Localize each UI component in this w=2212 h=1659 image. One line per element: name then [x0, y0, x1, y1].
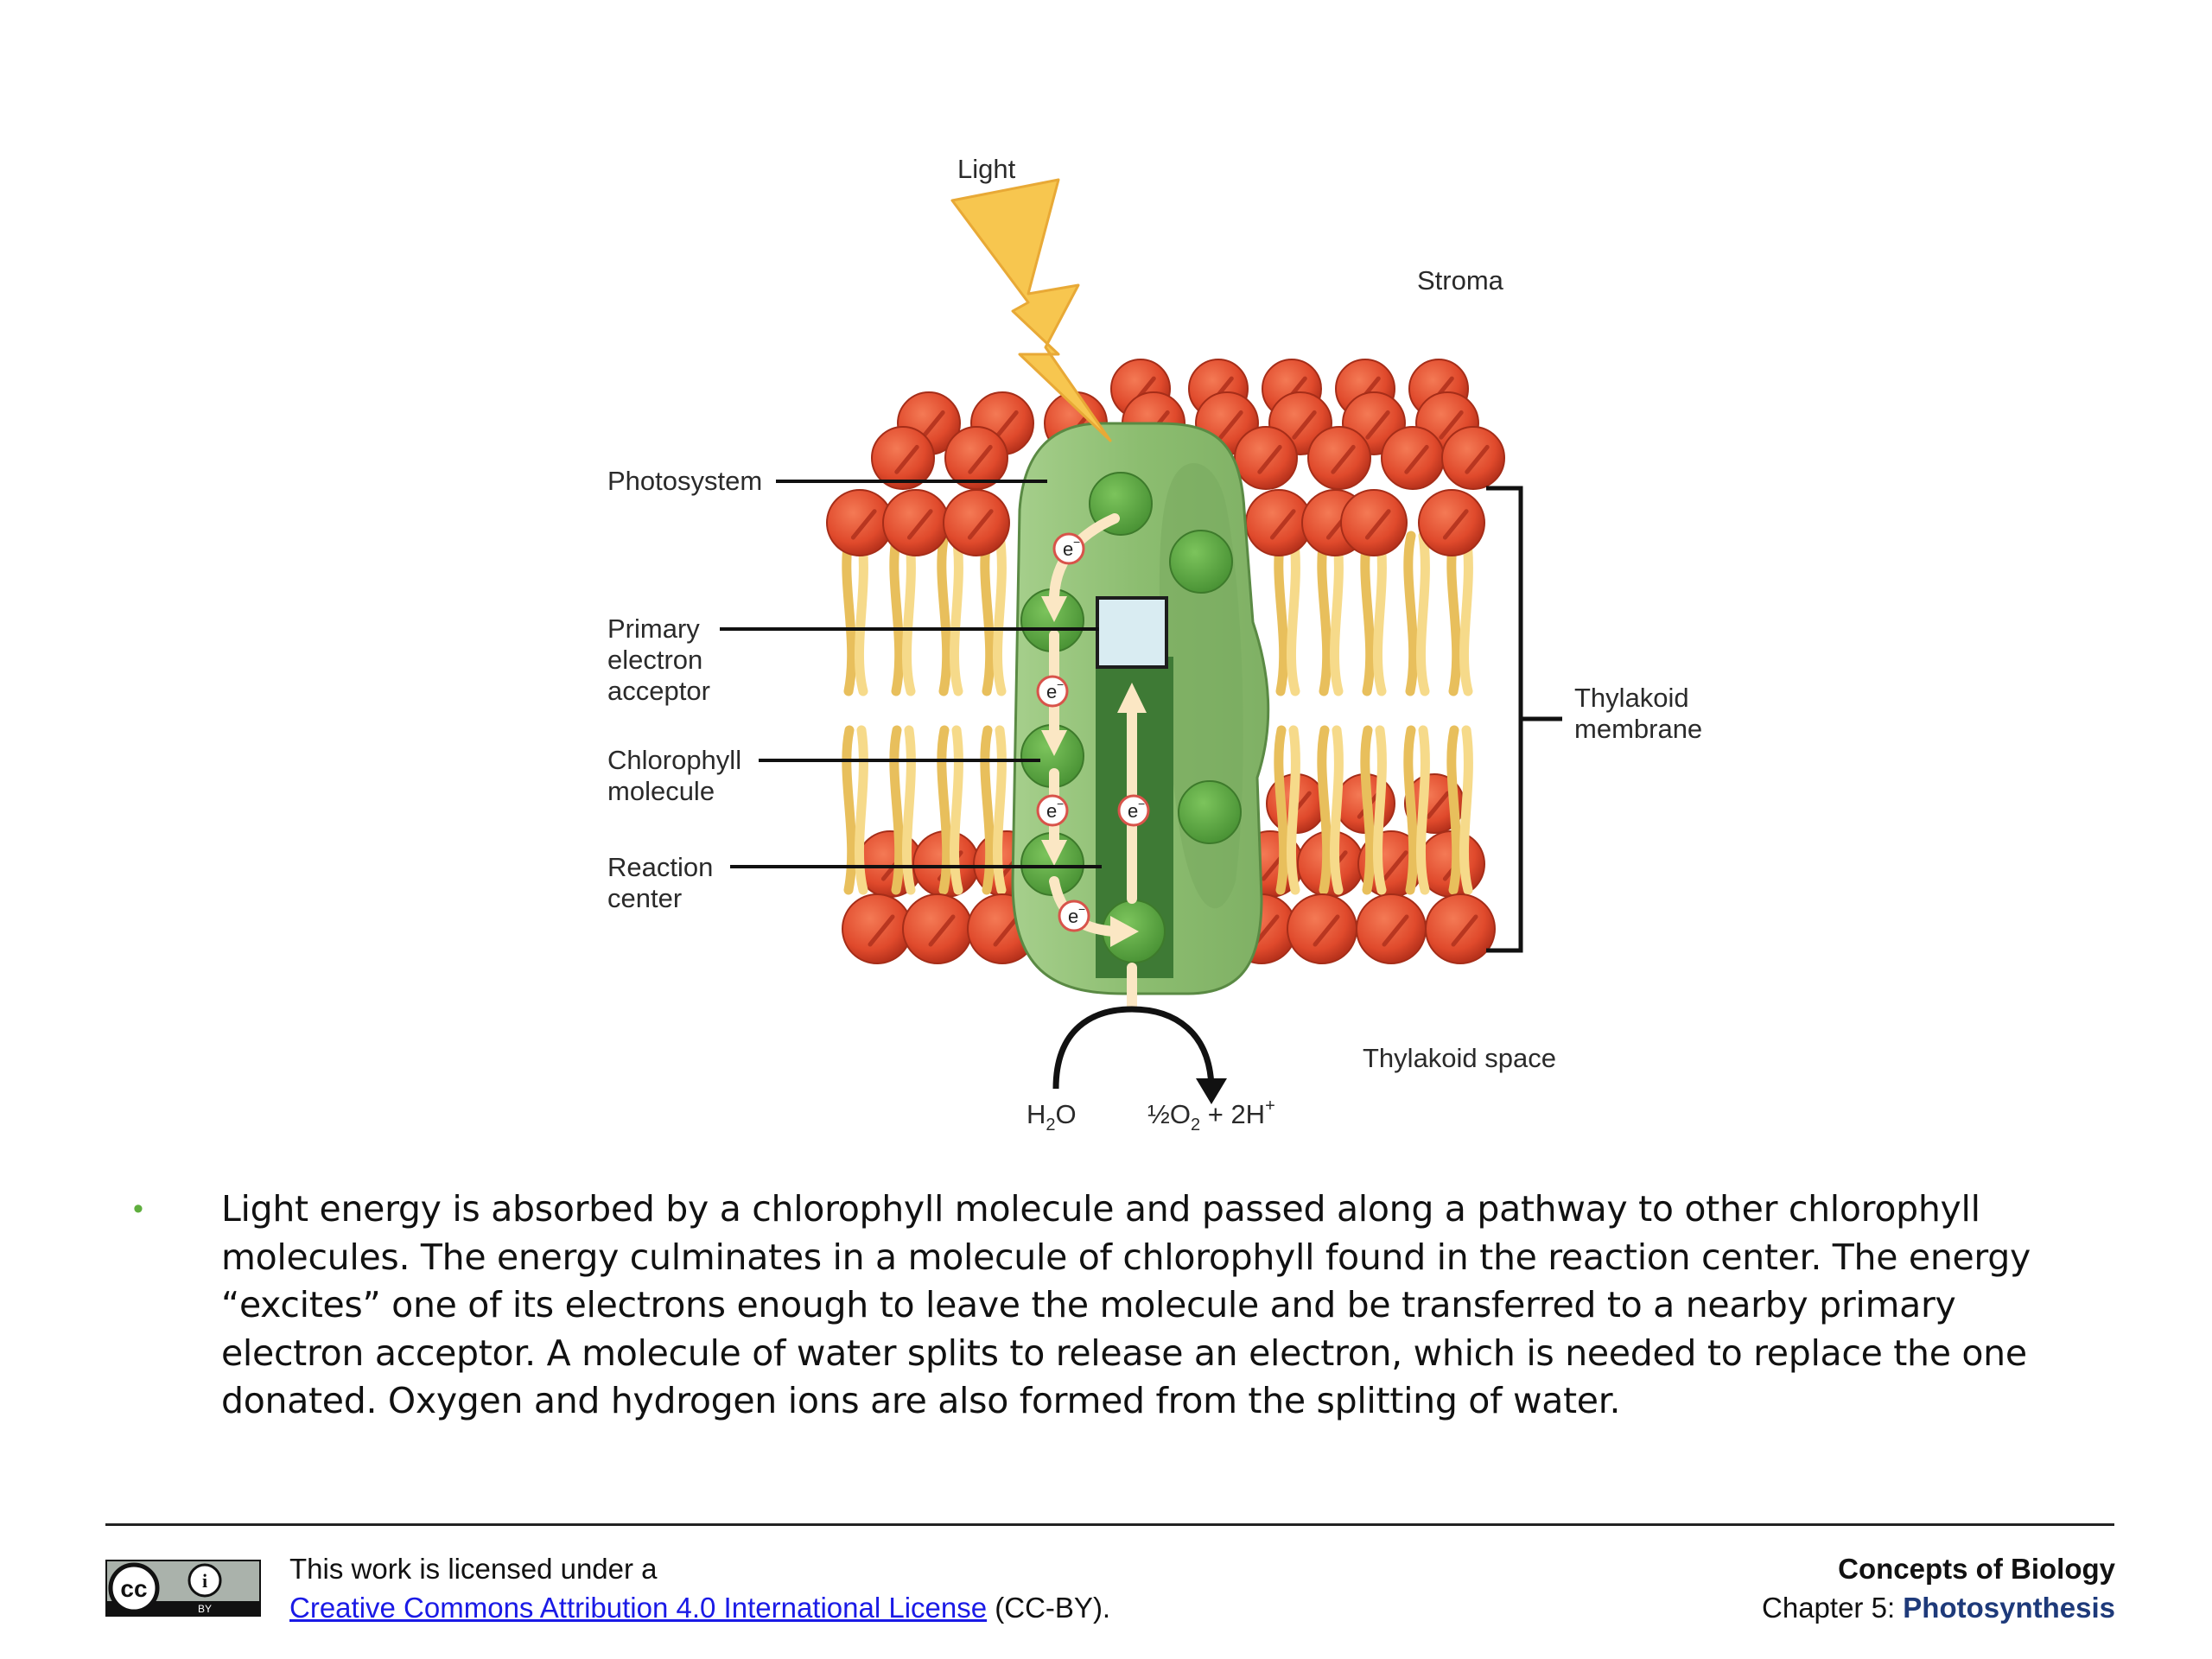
svg-text:−: − — [1078, 902, 1085, 916]
lipid-tail — [889, 531, 916, 696]
label-thylakoid-space: Thylakoid space — [1363, 1043, 1556, 1073]
label-oxygen-hydrogen: ½O2 + 2H+ — [1147, 1096, 1275, 1135]
lipid-head — [882, 489, 950, 556]
water-split-arrow — [1052, 1006, 1215, 1090]
label-water: H2O — [1027, 1099, 1077, 1135]
svg-text:e: e — [1068, 906, 1078, 927]
lipid-head — [1356, 893, 1427, 964]
book-title: Concepts of Biology — [1838, 1553, 2115, 1585]
svg-text:e: e — [1128, 800, 1138, 822]
label-photosystem: Photosystem — [607, 466, 762, 496]
lipid-head — [944, 426, 1008, 490]
license-line: Creative Commons Attribution 4.0 Interna… — [289, 1588, 1110, 1627]
electron-icon: e− — [1036, 794, 1069, 827]
bullet-marker: • — [133, 1192, 143, 1225]
svg-text:−: − — [1073, 535, 1080, 549]
label-chlorophyll-molecule-1: Chlorophyll — [607, 745, 741, 775]
chapter-line: Chapter 5: Photosynthesis — [1762, 1588, 2115, 1627]
svg-text:i: i — [202, 1570, 207, 1592]
lipid-bilayer-back — [856, 359, 1505, 898]
lipid-tail — [1317, 725, 1344, 895]
lipid-head — [1307, 426, 1371, 490]
label-thylakoid-membrane-2: membrane — [1574, 714, 1702, 744]
water-split-arrowhead — [1196, 1078, 1227, 1104]
label-reaction-center-2: center — [607, 883, 682, 913]
cc-by-badge-icon: cc i BY — [105, 1560, 261, 1617]
lipid-head — [1425, 893, 1496, 964]
lipid-tail — [1360, 531, 1387, 696]
license-prefix: This work is licensed under a — [289, 1553, 658, 1585]
license-link[interactable]: Creative Commons Attribution 4.0 Interna… — [289, 1592, 988, 1624]
lipid-tail — [980, 725, 1007, 895]
photosystem-diagram: e−e−e−e−e− Light Stroma Photosystem Prim… — [607, 154, 1702, 1135]
electron-icon: e− — [1052, 532, 1085, 565]
svg-text:−: − — [1057, 797, 1064, 810]
light-bolt-icon — [950, 178, 1112, 442]
label-thylakoid-membrane-1: Thylakoid — [1574, 683, 1689, 713]
lipid-bilayer-front — [826, 489, 1496, 964]
svg-text:e: e — [1046, 800, 1057, 822]
lipid-tail — [937, 725, 963, 895]
lipid-head — [943, 489, 1010, 556]
lipid-head — [1418, 489, 1485, 556]
lipid-tails — [842, 531, 1473, 895]
license-notice: This work is licensed under a Creative C… — [289, 1549, 1110, 1627]
chlorophyll-molecule — [1169, 530, 1233, 594]
svg-text:e: e — [1063, 538, 1073, 560]
lipid-tail — [889, 725, 916, 895]
chlorophyll-molecule — [1178, 780, 1242, 844]
lipid-tail — [1446, 725, 1473, 895]
lipid-head — [871, 426, 935, 490]
label-reaction-center-1: Reaction — [607, 852, 713, 882]
svg-text:−: − — [1057, 677, 1064, 691]
lipid-head — [842, 893, 912, 964]
label-chlorophyll-molecule-2: molecule — [607, 776, 715, 806]
electron-icon: e− — [1036, 675, 1069, 708]
license-suffix: (CC-BY). — [987, 1592, 1111, 1624]
electron-icon: e− — [1058, 899, 1090, 932]
electrons: e−e−e−e−e− — [1036, 532, 1150, 932]
book-info: Concepts of Biology Chapter 5: Photosynt… — [1762, 1549, 2115, 1627]
lipid-tail — [842, 725, 868, 895]
electron-pathway-heads — [1041, 596, 1147, 947]
lipid-tail — [1360, 725, 1387, 895]
thylakoid-membrane-bracket — [1486, 486, 1562, 953]
lipid-tail — [1274, 725, 1300, 895]
svg-text:e: e — [1046, 681, 1057, 702]
label-stroma: Stroma — [1417, 265, 1504, 296]
lipid-head — [1287, 893, 1357, 964]
electron-icon: e− — [1117, 794, 1150, 827]
lipid-tail — [1403, 531, 1430, 696]
bullet-item: • Light energy is absorbed by a chloroph… — [130, 1185, 2117, 1426]
footer-divider — [105, 1523, 2114, 1526]
lipid-tail — [1446, 531, 1473, 696]
lipid-tail — [1274, 531, 1300, 696]
svg-text:cc: cc — [120, 1575, 147, 1602]
lipid-tail — [937, 531, 963, 696]
svg-text:BY: BY — [198, 1603, 212, 1615]
lipid-head — [902, 893, 973, 964]
chapter-prefix: Chapter 5: — [1762, 1592, 1904, 1624]
label-primary-electron-acceptor-1: Primary — [607, 613, 700, 644]
lipid-tail — [1317, 531, 1344, 696]
label-primary-electron-acceptor-3: acceptor — [607, 676, 710, 706]
lipid-head — [1234, 426, 1298, 490]
label-primary-electron-acceptor-2: electron — [607, 645, 702, 675]
bullet-text: Light energy is absorbed by a chlorophyl… — [221, 1188, 2031, 1421]
leader-lines — [720, 480, 1102, 868]
chapter-topic: Photosynthesis — [1903, 1592, 2115, 1624]
lipid-head — [1441, 426, 1505, 490]
lipid-tail — [842, 531, 868, 696]
lipid-head — [1340, 489, 1408, 556]
svg-text:−: − — [1138, 797, 1145, 810]
lipid-tail — [980, 531, 1007, 696]
lipid-tail — [1403, 725, 1430, 895]
primary-electron-acceptor — [1096, 596, 1168, 669]
lipid-head — [1381, 426, 1445, 490]
label-light: Light — [957, 154, 1016, 184]
